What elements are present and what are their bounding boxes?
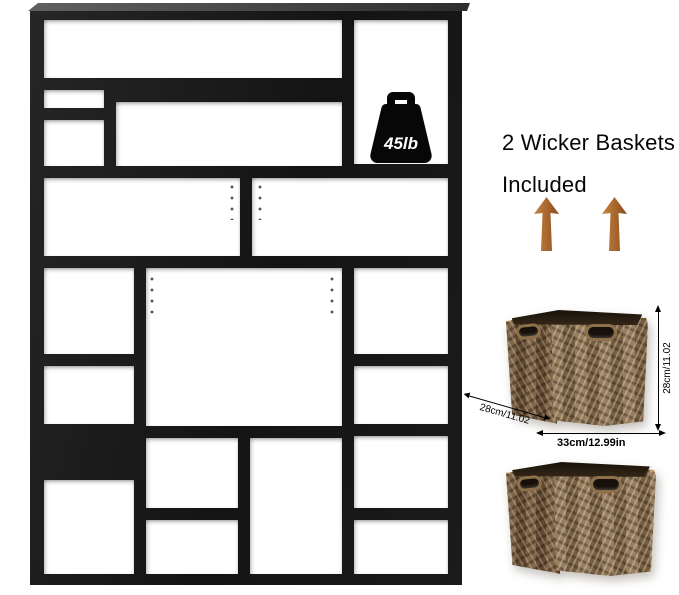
shelf-pin-holes — [330, 276, 334, 320]
shelf-compartment — [44, 366, 134, 424]
shelf-pin-holes — [150, 276, 154, 320]
shelf-compartment — [146, 520, 238, 574]
headline-line-2: Included — [502, 172, 587, 197]
weight-capacity-icon: 45lb — [365, 90, 437, 164]
shelf-compartment — [250, 438, 342, 574]
width-dimension-line — [536, 430, 666, 436]
basket-handle-hole — [588, 327, 615, 339]
weight-capacity-label: 45lb — [383, 134, 418, 153]
shelf-compartment — [44, 268, 134, 354]
shelf-pin-holes — [230, 184, 234, 220]
shelf-compartment — [116, 102, 342, 166]
shelf-compartment — [354, 268, 448, 354]
shelf-compartment — [44, 90, 104, 108]
shelf-compartment — [44, 20, 342, 78]
wicker-basket-top-image — [506, 310, 648, 426]
shelf-compartment — [146, 268, 342, 426]
basket-opening — [511, 310, 643, 326]
up-arrow-icon — [534, 197, 559, 251]
shelf-compartment — [44, 480, 134, 574]
basket-opening — [512, 462, 650, 477]
weight-icon-graphic: 45lb — [370, 92, 432, 163]
shelf-compartment — [354, 436, 448, 508]
height-dimension-line — [655, 305, 661, 431]
wicker-basket-bottom-image — [506, 462, 656, 576]
shelf-compartment — [44, 120, 104, 166]
basket-handle-hole — [593, 479, 619, 491]
up-arrow-icon — [602, 197, 627, 251]
headline-line-1: 2 Wicker Baskets — [502, 130, 676, 155]
shelf-compartment — [354, 520, 448, 574]
width-dimension-label: 33cm/12.99in — [557, 437, 626, 449]
height-dimension-label: 28cm/11.02 — [662, 342, 673, 394]
shelf-compartment — [354, 366, 448, 424]
bookshelf-top-edge — [28, 3, 470, 11]
bookshelf: 45lb — [30, 10, 462, 585]
shelf-compartment — [252, 178, 448, 256]
shelf-compartment — [44, 178, 240, 256]
shelf-pin-holes — [258, 184, 262, 220]
shelf-compartment — [146, 438, 238, 508]
